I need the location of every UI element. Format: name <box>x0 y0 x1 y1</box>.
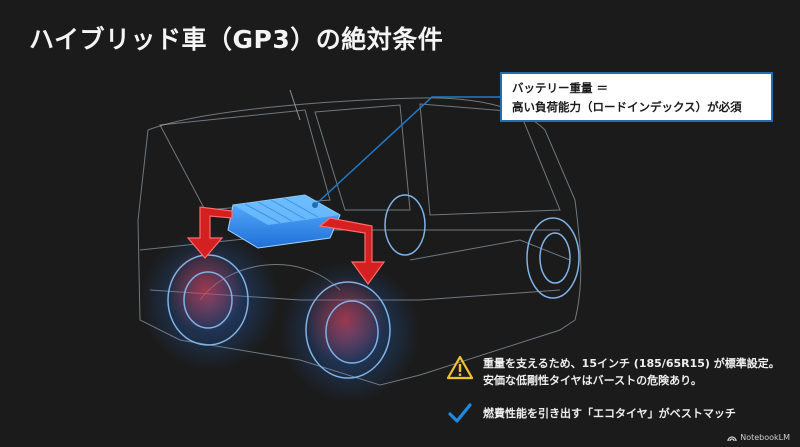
callout-line-1: バッテリー重量 ＝ <box>512 81 609 95</box>
callout-line-2: 高い負荷能力（ロードインデックス）が必須 <box>512 100 742 114</box>
brand-watermark: NotebookLM <box>727 433 790 442</box>
brand-label: NotebookLM <box>740 433 790 442</box>
note-check: 燃費性能を引き出す「エコタイヤ」がベストマッチ <box>447 400 780 426</box>
warning-line-2: 安価な低剛性タイヤはバーストの危険あり。 <box>483 374 702 387</box>
slide-title: ハイブリッド車（GP3）の絶対条件 <box>29 25 444 54</box>
battery-pack <box>227 194 341 249</box>
callout-leader-line <box>314 96 500 206</box>
warning-line-1: 重量を支えるため、15インチ (185/65R15) が標準設定。 <box>483 357 780 370</box>
notes-list: 重量を支えるため、15インチ (185/65R15) が標準設定。 安価な低剛性… <box>447 355 780 426</box>
notebooklm-logo-icon <box>727 435 737 441</box>
check-line-1: 燃費性能を引き出す「エコタイヤ」がベストマッチ <box>483 406 736 420</box>
warning-icon <box>447 355 473 380</box>
battery-weight-callout: バッテリー重量 ＝ 高い負荷能力（ロードインデックス）が必須 <box>500 72 773 122</box>
checkmark-icon <box>448 403 472 423</box>
note-warning: 重量を支えるため、15インチ (185/65R15) が標準設定。 安価な低剛性… <box>447 355 780 389</box>
